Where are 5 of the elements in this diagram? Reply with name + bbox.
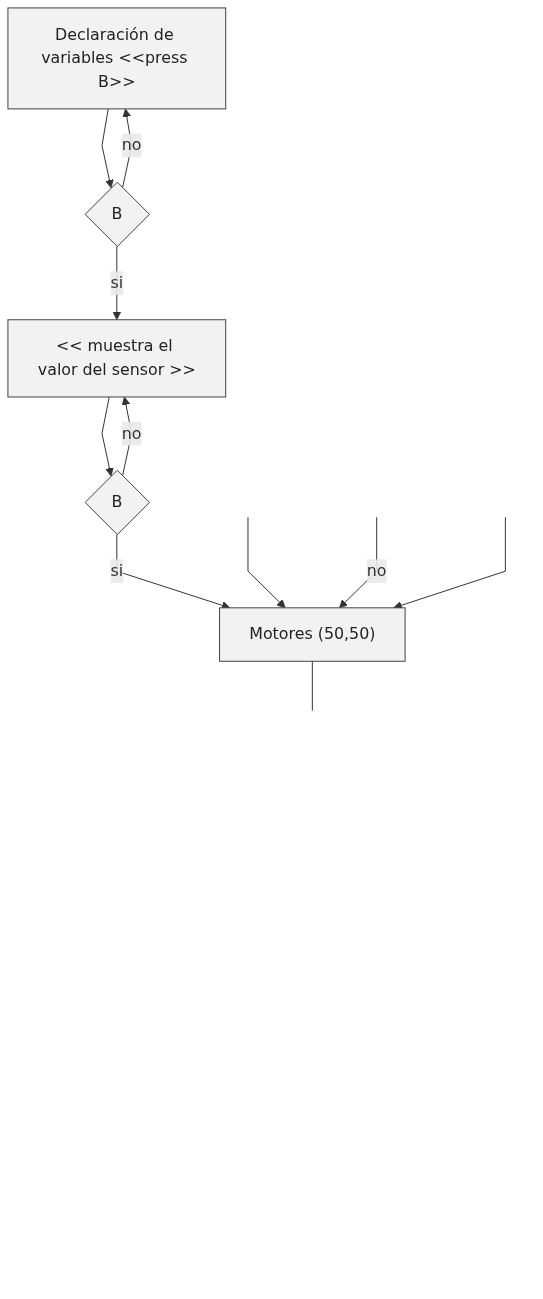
node-diamond: B	[84, 469, 150, 536]
node-box: Motores (50,50)	[219, 607, 406, 662]
node-box: Declaración de variables <<press B>>	[7, 7, 227, 110]
node-box: << muestra el valor del sensor >>	[7, 319, 227, 398]
node-diamond: B	[84, 181, 150, 247]
